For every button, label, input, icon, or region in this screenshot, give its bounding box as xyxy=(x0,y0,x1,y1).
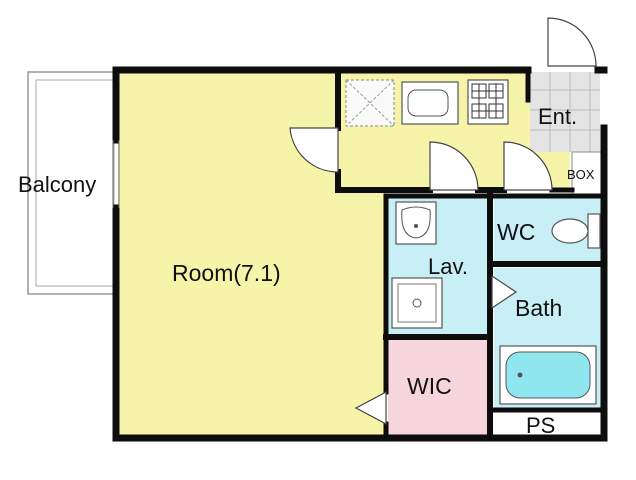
washbasin-icon xyxy=(395,201,437,245)
wic-label: WIC xyxy=(407,373,452,399)
walls xyxy=(112,66,608,442)
room-label: Room(7.1) xyxy=(172,260,281,286)
kitchen-sink-icon xyxy=(401,81,459,125)
bathtub-icon xyxy=(499,345,597,405)
wc-door xyxy=(503,141,553,191)
wic-door xyxy=(354,391,387,425)
windows xyxy=(112,140,120,208)
gas-stove-icon xyxy=(467,79,509,125)
wic-floor xyxy=(388,340,488,436)
toilet-icon xyxy=(551,213,601,249)
balcony-label: Balcony xyxy=(18,172,96,197)
shoe-box xyxy=(571,151,603,195)
front-door xyxy=(547,17,597,67)
ps-label: PS xyxy=(526,413,555,438)
entrance-tiles xyxy=(530,72,600,152)
entrance-floor xyxy=(530,72,600,152)
pipe-space xyxy=(494,412,602,436)
bath-label: Bath xyxy=(515,295,562,321)
wc-label: WC xyxy=(497,219,535,245)
lavatory-label: Lav. xyxy=(428,254,468,279)
balcony-area xyxy=(27,71,121,295)
fridge-space-icon xyxy=(345,79,395,127)
room-door xyxy=(289,127,339,173)
balcony-inner xyxy=(35,79,115,287)
washing-machine-pan-icon xyxy=(391,277,443,329)
box-label: BOX xyxy=(567,167,595,182)
doors xyxy=(289,17,597,425)
entrance-label: Ent. xyxy=(538,104,577,129)
lavatory-door xyxy=(429,141,479,191)
bath-door xyxy=(491,274,518,310)
